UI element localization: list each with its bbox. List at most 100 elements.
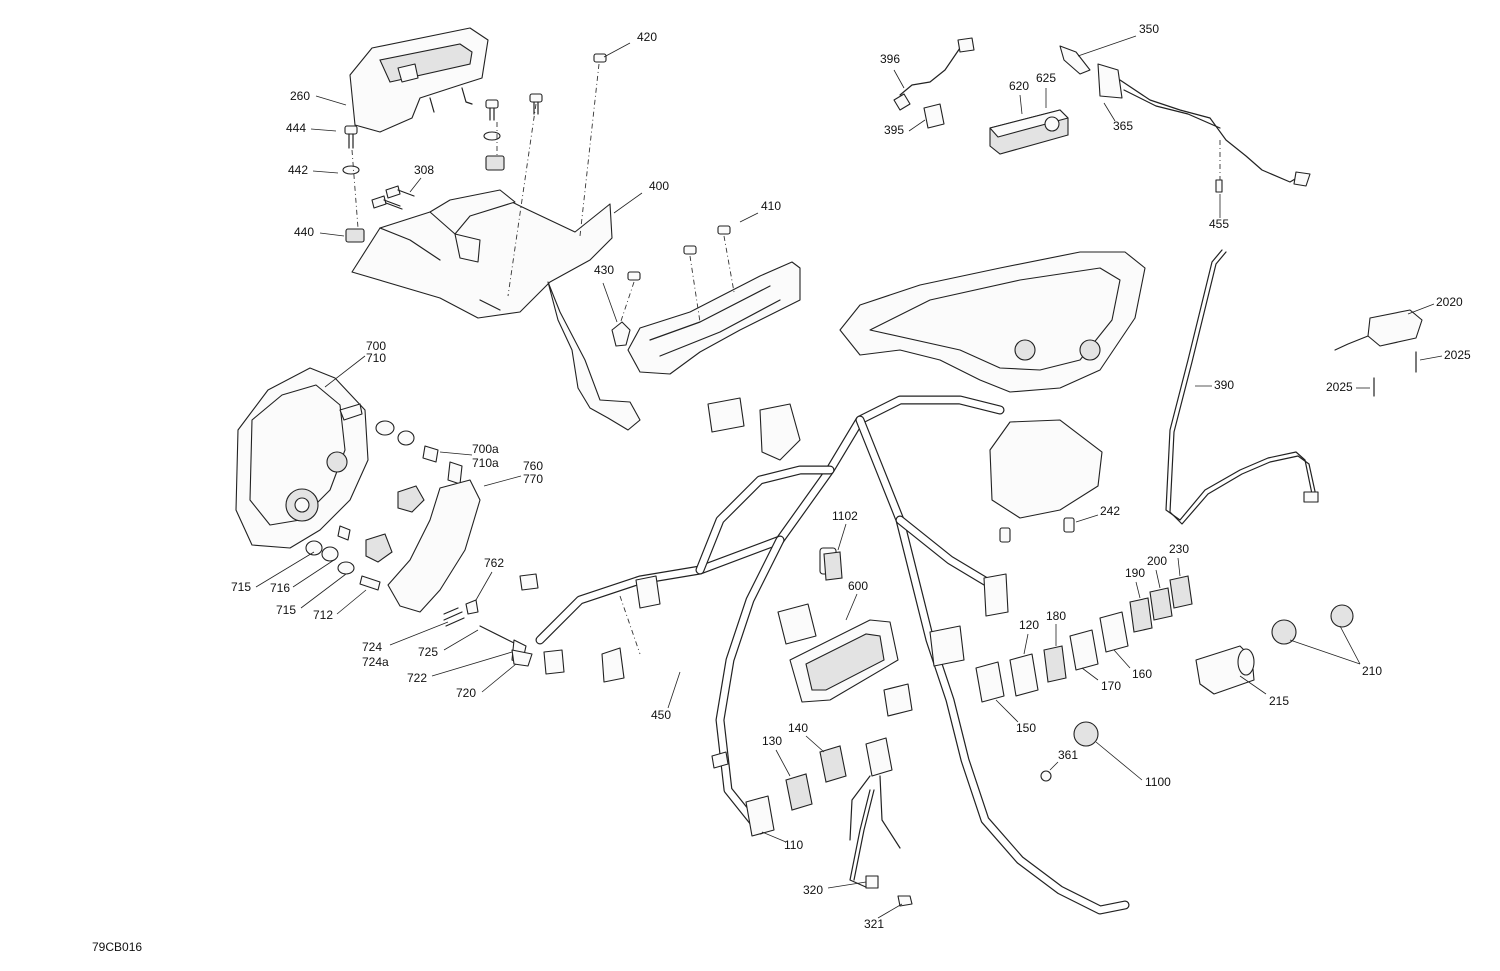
part-700-headlight <box>235 367 369 549</box>
callout-c625: 625 <box>1036 71 1056 85</box>
leader-line-c2025a <box>1419 355 1443 361</box>
leader-line-c444 <box>310 128 337 132</box>
callout-c724a: 724a <box>362 655 389 669</box>
part-1100-361 <box>1040 721 1099 782</box>
callout-c2020: 2020 <box>1436 295 1463 309</box>
leader-line-c140 <box>805 735 825 753</box>
callout-c440: 440 <box>294 225 314 239</box>
callout-c365: 365 <box>1113 119 1133 133</box>
callout-c361: 361 <box>1058 748 1078 762</box>
part-260-cover <box>349 27 489 133</box>
callout-c130: 130 <box>762 734 782 748</box>
part-main-harness <box>535 395 1130 915</box>
callout-c450: 450 <box>651 708 671 722</box>
callout-c120: 120 <box>1019 618 1039 632</box>
callout-c230: 230 <box>1169 542 1189 556</box>
leader-line-c715b <box>300 573 347 609</box>
callout-c390: 390 <box>1214 378 1234 392</box>
callout-c725: 725 <box>418 645 438 659</box>
callout-c140: 140 <box>788 721 808 735</box>
leader-line-c716 <box>292 559 335 588</box>
part-215-210 <box>1195 604 1354 695</box>
leader-line-c320 <box>827 881 867 889</box>
part-dash-frame <box>839 251 1146 393</box>
callout-c710: 710 <box>366 351 386 365</box>
part-connectors <box>519 397 1009 717</box>
callout-c600: 600 <box>848 579 868 593</box>
callout-c700a: 700a <box>472 442 499 456</box>
leader-line-c620 <box>1019 94 1023 115</box>
leader-line-c230 <box>1177 557 1181 577</box>
part-2020-module <box>1334 309 1423 397</box>
callout-c308: 308 <box>414 163 434 177</box>
leader-line-c396 <box>893 69 905 89</box>
leader-line-c110 <box>761 831 787 843</box>
part-430-grommet <box>611 321 631 347</box>
callout-c760: 760 <box>523 459 543 473</box>
part-1102 <box>823 551 843 581</box>
leader-line-c715a <box>255 551 315 588</box>
callout-c2025b: 2025 <box>1326 380 1353 394</box>
callout-c455: 455 <box>1209 217 1229 231</box>
leader-line-c712 <box>336 589 367 615</box>
callout-c770: 770 <box>523 472 543 486</box>
leader-line-c700a <box>439 451 473 456</box>
part-444-442-fasteners <box>342 93 543 175</box>
callout-c715a: 715 <box>231 580 251 594</box>
part-adjuster-hardware <box>443 599 533 667</box>
part-600-display <box>789 619 899 703</box>
callout-c2025a: 2025 <box>1444 348 1471 362</box>
leader-line-c210 <box>1339 625 1361 665</box>
leader-line-c450 <box>667 671 681 709</box>
leader-line-c725 <box>443 629 479 651</box>
part-350-harness <box>1059 45 1311 193</box>
callout-c410: 410 <box>761 199 781 213</box>
callout-c321: 321 <box>864 917 884 931</box>
leader-line-c720 <box>481 663 517 693</box>
leader-line-c210-b <box>1289 639 1361 665</box>
callout-c396: 396 <box>880 52 900 66</box>
callout-c715b: 715 <box>276 603 296 617</box>
leader-line-c308 <box>409 177 422 193</box>
leader-line-c365 <box>1103 102 1116 122</box>
leader-line-c760 <box>483 475 522 487</box>
callout-c260: 260 <box>290 89 310 103</box>
callout-c180: 180 <box>1046 609 1066 623</box>
callout-c420: 420 <box>637 30 657 44</box>
leader-line-c395 <box>908 119 926 132</box>
callout-c1100: 1100 <box>1145 775 1171 789</box>
callout-c200: 200 <box>1147 554 1167 568</box>
part-switches <box>975 575 1193 703</box>
part-320-321 <box>849 737 913 907</box>
callout-c242: 242 <box>1100 504 1120 518</box>
leader-line-c130 <box>775 749 791 777</box>
callout-c320: 320 <box>803 883 823 897</box>
part-620-module <box>989 109 1069 155</box>
leader-line-c442 <box>312 170 339 174</box>
callout-c716: 716 <box>270 581 290 595</box>
callout-c350: 350 <box>1139 22 1159 36</box>
callout-c215: 215 <box>1269 694 1289 708</box>
callout-c620: 620 <box>1009 79 1029 93</box>
callout-c160: 160 <box>1132 667 1152 681</box>
leader-line-c420 <box>603 42 631 58</box>
callout-c110: 110 <box>784 838 803 852</box>
leader-line-c150 <box>995 699 1019 723</box>
leader-line-c400 <box>613 192 643 214</box>
leader-line-c350 <box>1077 35 1137 57</box>
callout-c150: 150 <box>1016 721 1036 735</box>
callout-c720: 720 <box>456 686 476 700</box>
leader-line-c600 <box>845 593 858 621</box>
callout-c762: 762 <box>484 556 504 570</box>
callout-c710a: 710a <box>472 456 499 470</box>
callout-c724: 724 <box>362 640 382 654</box>
leader-line-c2020 <box>1407 303 1435 315</box>
callout-c190: 190 <box>1125 566 1145 580</box>
part-400-bracket <box>351 189 641 431</box>
leader-line-c215 <box>1239 675 1267 695</box>
part-760-bracket-arm <box>365 479 481 613</box>
leader-line-c170 <box>1081 667 1099 681</box>
part-lower-connectors <box>711 745 847 837</box>
